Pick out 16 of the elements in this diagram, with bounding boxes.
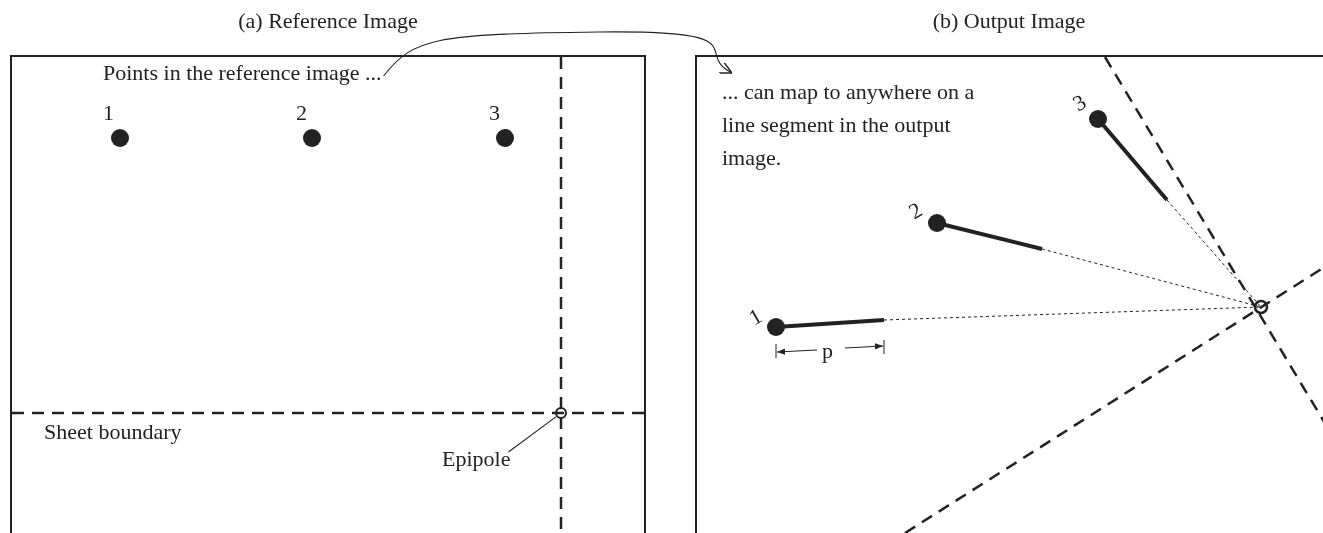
point-number: 3 xyxy=(489,99,500,127)
leader-line xyxy=(507,416,557,453)
callout-text: ... can map to anywhere on a line segment in the output image. xyxy=(722,75,1012,174)
point-number: 1 xyxy=(103,99,114,127)
point-number: 3 xyxy=(1067,88,1092,119)
panel-heading: (a) Reference Image xyxy=(237,7,419,35)
panel-heading: (b) Output Image xyxy=(931,7,1087,35)
point-number: 1 xyxy=(743,302,768,333)
epipole-marker xyxy=(555,407,567,419)
point-number: 2 xyxy=(296,99,307,127)
arrow xyxy=(383,31,733,77)
annotation-text: Sheet boundary xyxy=(44,418,182,446)
point-number: 2 xyxy=(903,196,928,227)
annotation-text: Epipole xyxy=(442,444,511,474)
dimension-label: p xyxy=(822,337,833,365)
callout-text: Points in the reference image ... xyxy=(103,58,382,88)
